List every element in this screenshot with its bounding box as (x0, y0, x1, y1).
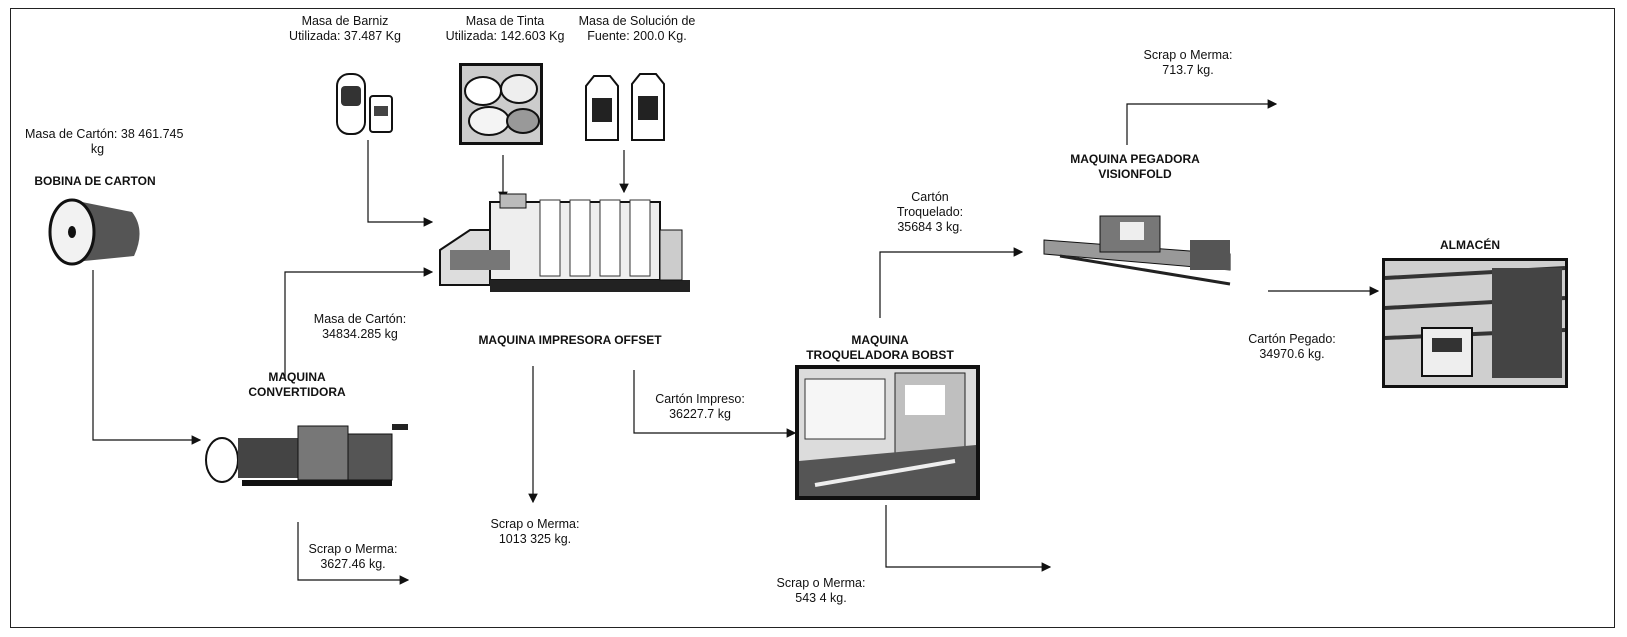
offset-press-machine-image (439, 193, 690, 292)
ink-cans-image (459, 63, 543, 145)
node-offset-title: MAQUINA IMPRESORA OFFSET (478, 333, 662, 347)
converter-machine-image (205, 424, 408, 486)
scrap-offset-label: Scrap o Merma:1013 325 kg. (490, 517, 580, 546)
scrap-troqueladora-label: Scrap o Merma:543 4 kg. (776, 576, 866, 605)
flow-carton-convertido-label: Masa de Cartón:34834.285 kg (313, 312, 407, 341)
warehouse-image (1382, 258, 1568, 388)
node-almacen-title: ALMACÉN (1440, 238, 1500, 252)
cardboard-roll-icon (48, 198, 140, 266)
gluer-machine-image (1043, 215, 1231, 286)
flow-carton-impreso-label: Cartón Impreso:36227.7 kg (655, 392, 745, 421)
flow-carton-pegado-label: Cartón Pegado:34970.6 kg. (1248, 332, 1336, 361)
diagram-frame (10, 8, 1615, 628)
node-bobina-title: BOBINA DE CARTON (34, 174, 156, 188)
scrap-convertidora-label: Scrap o Merma:3627.46 kg. (308, 542, 398, 571)
fountain-solution-bottles-icon (585, 73, 665, 141)
die-cutter-machine-image (795, 365, 980, 500)
varnish-container-icon (336, 73, 393, 135)
scrap-pegadora-label: Scrap o Merma:713.7 kg. (1143, 48, 1233, 77)
